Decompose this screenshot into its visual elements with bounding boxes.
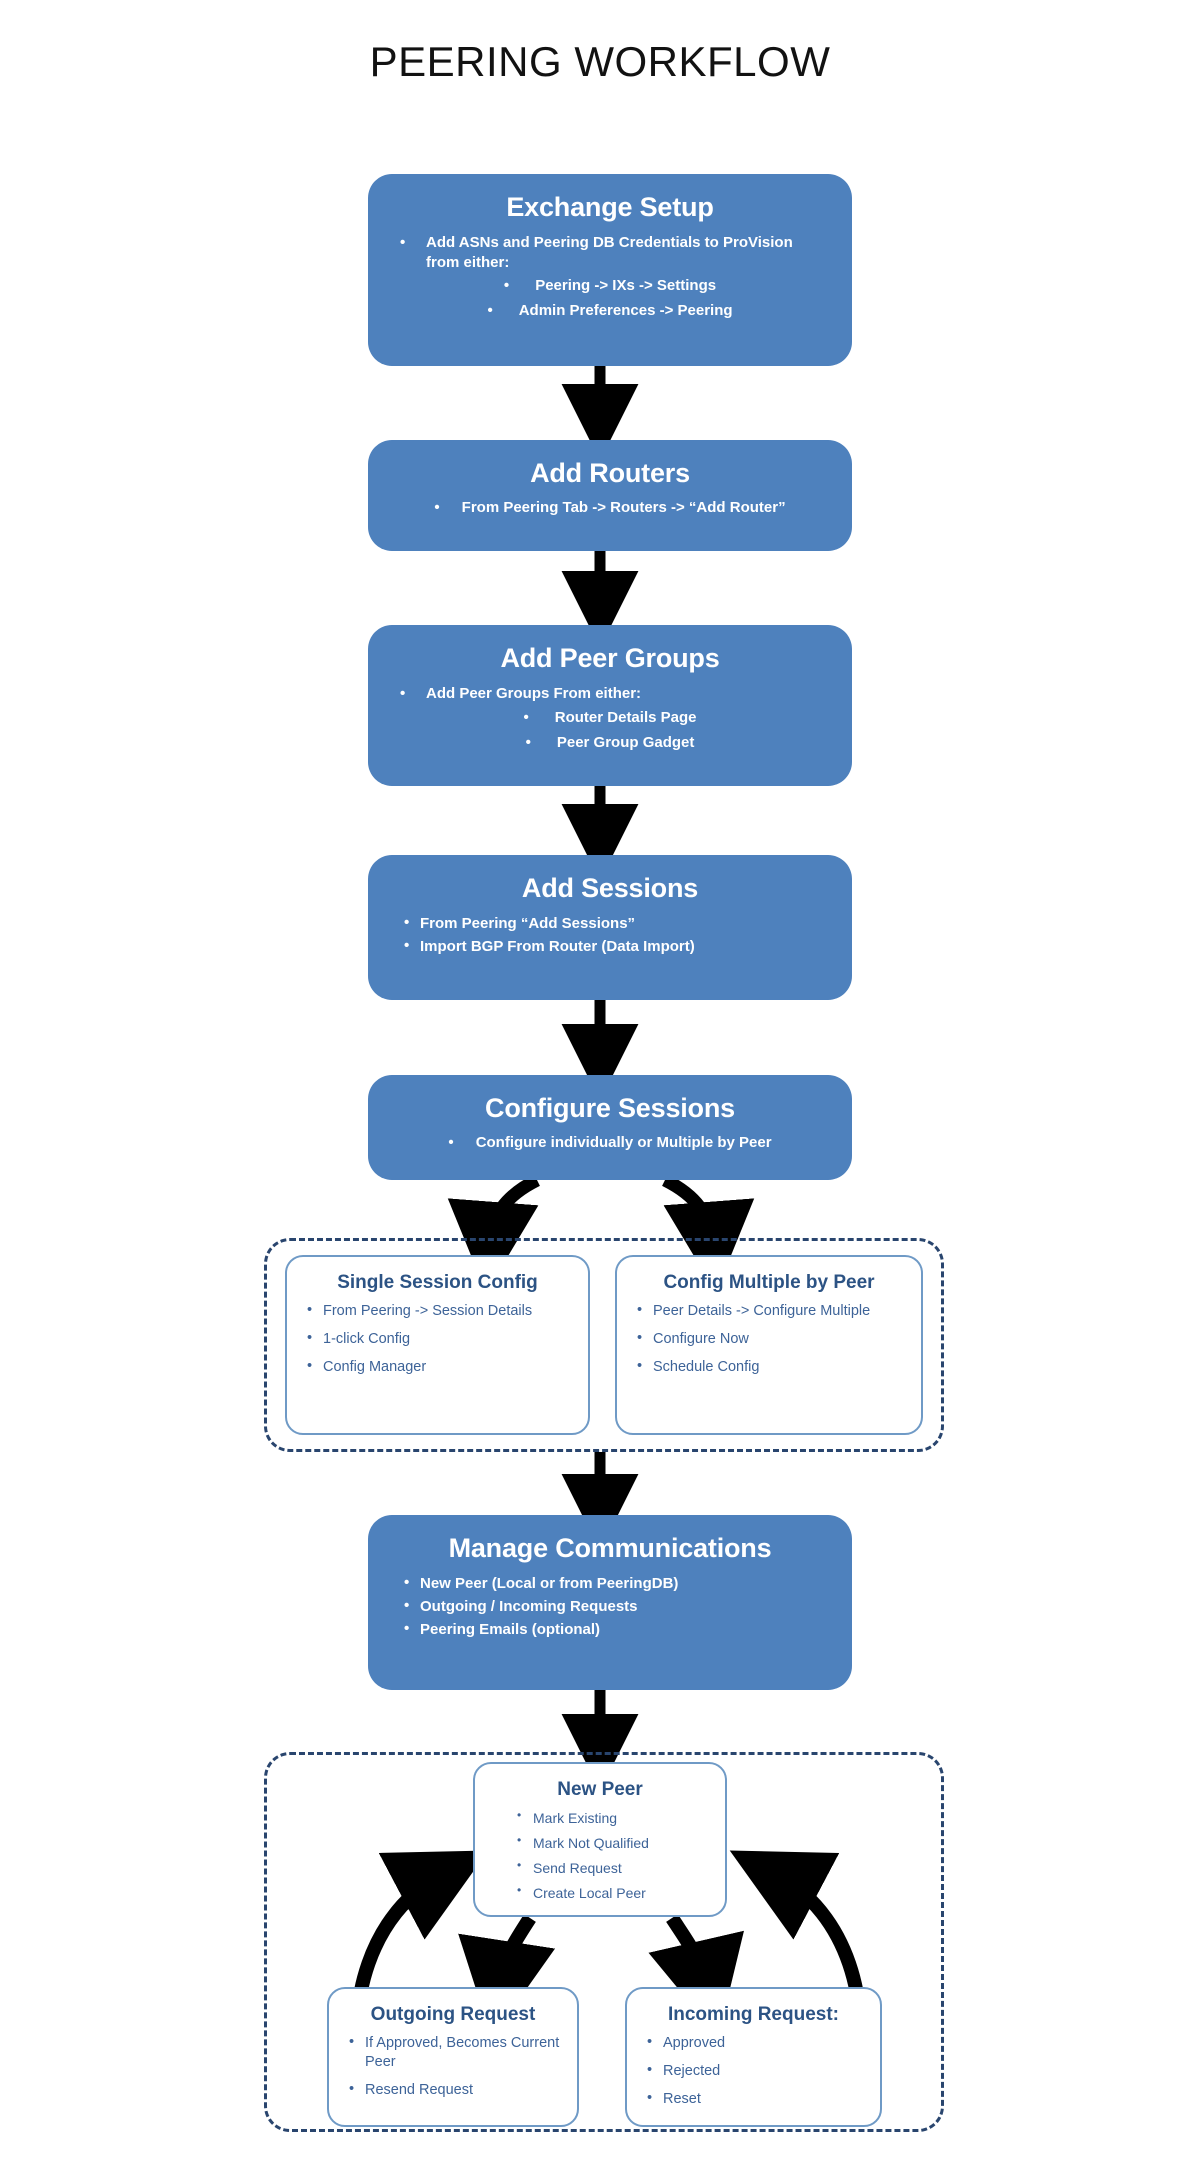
dashed-group-config-options bbox=[264, 1238, 944, 1452]
sub-box-bullet: Resend Request bbox=[347, 2080, 565, 2100]
step-title: Exchange Setup bbox=[506, 192, 714, 222]
sub-box-bullet: Mark Existing bbox=[515, 1808, 713, 1827]
step-bullet: From Peering “Add Sessions” bbox=[400, 913, 842, 933]
sub-box-bullet-list: If Approved, Becomes Current Peer Resend… bbox=[341, 2033, 565, 2100]
step-bullet: Configure individually or Multiple by Pe… bbox=[378, 1134, 842, 1151]
sub-box-title: New Peer bbox=[557, 1779, 643, 1800]
step-bullet: Add Peer Groups From either: bbox=[378, 684, 842, 704]
step-bullet-list: New Peer (Local or from PeeringDB) Outgo… bbox=[400, 1573, 842, 1640]
sub-box-bullet: From Peering -> Session Details bbox=[305, 1301, 576, 1321]
sub-box-bullet: Schedule Config bbox=[635, 1357, 909, 1377]
sub-box-bullet: Reset bbox=[645, 2089, 868, 2109]
step-subbullet-list: Router Details Page Peer Group Gadget bbox=[378, 708, 842, 752]
sub-box-config-multiple-by-peer[interactable]: Config Multiple by Peer Peer Details -> … bbox=[615, 1255, 923, 1435]
sub-box-bullet-list: Peer Details -> Configure Multiple Confi… bbox=[629, 1301, 909, 1377]
sub-box-bullet: Rejected bbox=[645, 2061, 868, 2081]
step-subbullet-text: Peer Group Gadget bbox=[526, 733, 695, 752]
step-bullet: Add ASNs and Peering DB Credentials to P… bbox=[378, 233, 842, 272]
step-title: Add Peer Groups bbox=[500, 643, 720, 673]
sub-box-bullet-list: Mark Existing Mark Not Qualified Send Re… bbox=[487, 1808, 713, 1903]
page-title: PEERING WORKFLOW bbox=[369, 38, 831, 85]
step-bullet: New Peer (Local or from PeeringDB) bbox=[400, 1573, 842, 1593]
step-bullet: Peering Emails (optional) bbox=[400, 1619, 842, 1639]
step-bullet: From Peering Tab -> Routers -> “Add Rout… bbox=[378, 499, 842, 516]
sub-box-bullet: 1-click Config bbox=[305, 1329, 576, 1349]
sub-box-title: Outgoing Request bbox=[370, 2004, 536, 2025]
sub-box-title: Config Multiple by Peer bbox=[663, 1272, 875, 1293]
step-title: Configure Sessions bbox=[485, 1093, 735, 1123]
step-bullet-list: From Peering “Add Sessions” Import BGP F… bbox=[400, 913, 842, 956]
step-subbullet-list: Peering -> IXs -> Settings Admin Prefere… bbox=[378, 276, 842, 320]
step-subbullet: Router Details Page bbox=[378, 708, 842, 727]
step-subbullet: Peer Group Gadget bbox=[378, 733, 842, 752]
step-title: Add Sessions bbox=[521, 873, 699, 903]
sub-box-bullet-list: Approved Rejected Reset bbox=[639, 2033, 868, 2109]
step-bullet-text: Configure individually or Multiple by Pe… bbox=[448, 1134, 771, 1151]
sub-box-bullet: Approved bbox=[645, 2033, 868, 2053]
sub-box-incoming-request[interactable]: Incoming Request: Approved Rejected Rese… bbox=[625, 1987, 882, 2127]
step-bullet-text: From Peering Tab -> Routers -> “Add Rout… bbox=[434, 499, 785, 516]
arrow-configure-to-config-multiple bbox=[661, 1174, 755, 1293]
step-subbullet-text: Peering -> IXs -> Settings bbox=[504, 276, 716, 295]
sub-box-bullet: If Approved, Becomes Current Peer bbox=[347, 2033, 565, 2072]
sub-box-bullet: Send Request bbox=[515, 1858, 713, 1877]
step-subbullet-text: Router Details Page bbox=[524, 708, 697, 727]
sub-box-title: Single Session Config bbox=[337, 1272, 538, 1293]
step-box-add-peer-groups[interactable]: Add Peer Groups Add Peer Groups From eit… bbox=[368, 625, 852, 786]
step-title: Add Routers bbox=[530, 458, 690, 488]
step-subbullet-text: Admin Preferences -> Peering bbox=[487, 301, 733, 320]
sub-box-new-peer[interactable]: New Peer Mark Existing Mark Not Qualifie… bbox=[473, 1762, 727, 1917]
step-subbullet: Peering -> IXs -> Settings bbox=[378, 276, 842, 295]
sub-box-bullet: Mark Not Qualified bbox=[515, 1833, 713, 1852]
step-bullet: Import BGP From Router (Data Import) bbox=[400, 936, 842, 956]
step-box-configure-sessions[interactable]: Configure Sessions Configure individuall… bbox=[368, 1075, 852, 1180]
sub-box-title: Incoming Request: bbox=[667, 2004, 839, 2025]
sub-box-outgoing-request[interactable]: Outgoing Request If Approved, Becomes Cu… bbox=[327, 1987, 579, 2127]
sub-box-bullet: Config Manager bbox=[305, 1357, 576, 1377]
step-subbullet: Admin Preferences -> Peering bbox=[378, 301, 842, 320]
sub-box-single-session-config[interactable]: Single Session Config From Peering -> Se… bbox=[285, 1255, 590, 1435]
sub-box-bullet-list: From Peering -> Session Details 1-click … bbox=[299, 1301, 576, 1377]
sub-box-bullet: Configure Now bbox=[635, 1329, 909, 1349]
sub-box-bullet: Create Local Peer bbox=[515, 1883, 713, 1902]
arrow-configure-to-single-session bbox=[447, 1174, 541, 1293]
step-box-add-sessions[interactable]: Add Sessions From Peering “Add Sessions”… bbox=[368, 855, 852, 1000]
dashed-group-communications bbox=[264, 1752, 944, 2132]
step-box-exchange-setup[interactable]: Exchange Setup Add ASNs and Peering DB C… bbox=[368, 174, 852, 366]
step-title: Manage Communications bbox=[448, 1533, 772, 1563]
sub-box-bullet: Peer Details -> Configure Multiple bbox=[635, 1301, 909, 1321]
step-box-manage-communications[interactable]: Manage Communications New Peer (Local or… bbox=[368, 1515, 852, 1690]
step-box-add-routers[interactable]: Add Routers From Peering Tab -> Routers … bbox=[368, 440, 852, 551]
step-bullet: Outgoing / Incoming Requests bbox=[400, 1596, 842, 1616]
